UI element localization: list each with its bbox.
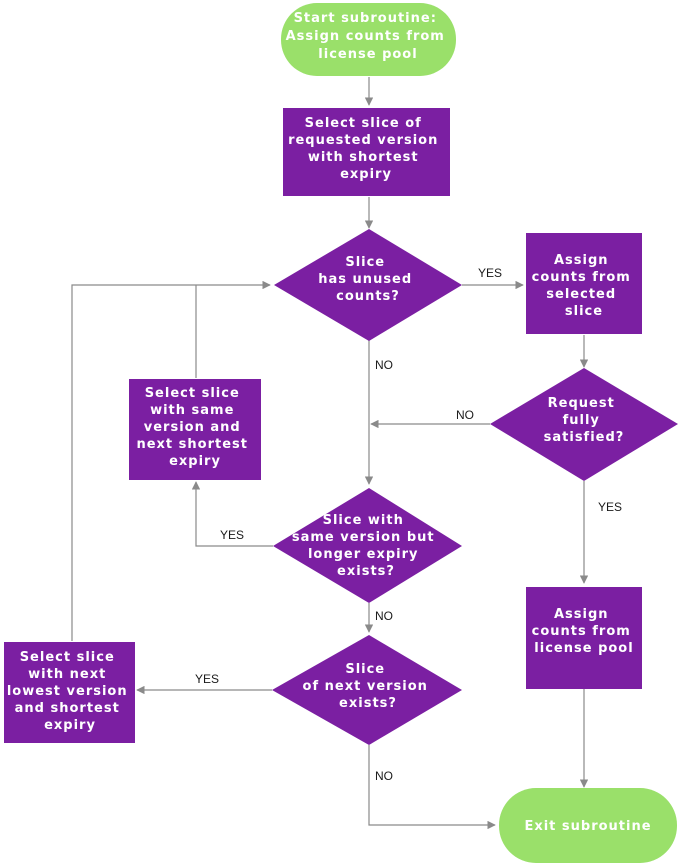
start-text: Start subroutine: Assign counts from lic…: [286, 11, 451, 62]
has-unused-text: Slice has unused counts?: [318, 255, 417, 304]
select-shortest-box: [283, 108, 450, 196]
start-text-line: license pool: [318, 47, 417, 62]
assign-selected-box: [526, 233, 642, 334]
select-same-next-text-line: Select slice: [145, 386, 240, 401]
assign-pool-text-line: counts from: [532, 624, 631, 639]
has-unused-decision: [274, 229, 462, 341]
select-next-lowest-text-line: and shortest: [15, 701, 120, 716]
assign-pool-box: [526, 587, 642, 689]
label-no-unused: NO: [375, 358, 393, 372]
exit-terminal: [499, 788, 677, 863]
label-yes-unused: YES: [478, 266, 502, 280]
fully-satisfied-text: Request fully satisfied?: [544, 396, 625, 445]
connectors: [71, 77, 589, 830]
next-version-text: Slice of next version exists?: [303, 662, 434, 711]
select-next-lowest-text: Select slice with next lowest version an…: [7, 650, 133, 733]
label-no-satisfied: NO: [456, 408, 474, 422]
assign-pool-text-line: license pool: [534, 641, 633, 656]
has-unused-text-line: Slice: [345, 255, 385, 270]
next-version-text-line: of next version: [303, 679, 428, 694]
select-shortest-text-line: Select slice of: [305, 116, 422, 131]
same-longer-text: Slice with same version but longer expir…: [292, 513, 440, 579]
select-same-next-text: Select slice with same version and next …: [136, 386, 253, 469]
next-version-text-line: Slice: [345, 662, 385, 677]
edge-longer-yes: [191, 481, 273, 547]
has-unused-text-line: counts?: [336, 289, 400, 304]
label-yes-satisfied: YES: [598, 500, 622, 514]
fully-satisfied-decision: [490, 368, 678, 481]
start-text-line: Assign counts from: [286, 29, 445, 44]
label-no-longer: NO: [375, 609, 393, 623]
fully-satisfied-text-line: Request: [548, 396, 615, 411]
select-next-lowest-text-line: lowest version: [7, 684, 128, 699]
assign-pool-text-line: Assign: [554, 607, 609, 622]
fully-satisfied-text-line: satisfied?: [544, 430, 625, 445]
same-longer-text-line: same version but: [292, 530, 435, 545]
select-same-next-text-line: with same: [150, 403, 234, 418]
select-same-next-box: [129, 379, 261, 480]
edge-next-no: [368, 745, 496, 830]
label-yes-next: YES: [195, 672, 219, 686]
next-version-decision: [272, 635, 462, 745]
exit-text-line: Exit subroutine: [524, 819, 651, 834]
select-shortest-text-line: requested version: [288, 133, 438, 148]
same-longer-decision: [273, 488, 462, 603]
select-shortest-text-line: with shortest: [308, 150, 419, 165]
select-same-next-text-line: next shortest: [136, 437, 248, 452]
assign-pool-text: Assign counts from license pool: [532, 607, 637, 656]
has-unused-text-line: has unused: [318, 272, 412, 287]
select-same-next-text-line: version and: [144, 420, 241, 435]
assign-selected-text-line: selected: [546, 287, 616, 302]
same-longer-text-line: exists?: [337, 564, 395, 579]
edge-labels: YES NO NO YES YES NO YES NO: [195, 266, 622, 783]
same-longer-text-line: longer expiry: [308, 547, 419, 562]
select-shortest-text-line: expiry: [340, 167, 392, 182]
assign-selected-text-line: counts from: [532, 270, 631, 285]
fully-satisfied-text-line: fully: [563, 413, 600, 428]
select-next-lowest-box: [4, 642, 135, 743]
label-yes-longer: YES: [220, 528, 244, 542]
same-longer-text-line: Slice with: [323, 513, 404, 528]
assign-selected-text-line: Assign: [554, 253, 609, 268]
start-text-line: Start subroutine:: [294, 11, 437, 26]
node-texts: Start subroutine: Assign counts from lic…: [7, 11, 651, 834]
next-version-text-line: exists?: [339, 696, 397, 711]
select-next-lowest-text-line: with next: [28, 667, 106, 682]
assign-selected-text-line: slice: [565, 304, 603, 319]
edge-next-lowest-loop: [71, 280, 271, 641]
select-same-next-text-line: expiry: [169, 454, 221, 469]
exit-text: Exit subroutine: [524, 819, 651, 834]
select-next-lowest-text-line: Select slice: [20, 650, 115, 665]
label-no-next: NO: [375, 769, 393, 783]
start-terminal: [281, 3, 456, 76]
select-shortest-text: Select slice of requested version with s…: [288, 116, 444, 182]
assign-selected-text: Assign counts from selected slice: [532, 253, 637, 319]
select-next-lowest-text-line: expiry: [44, 718, 96, 733]
nodes: [4, 3, 678, 863]
